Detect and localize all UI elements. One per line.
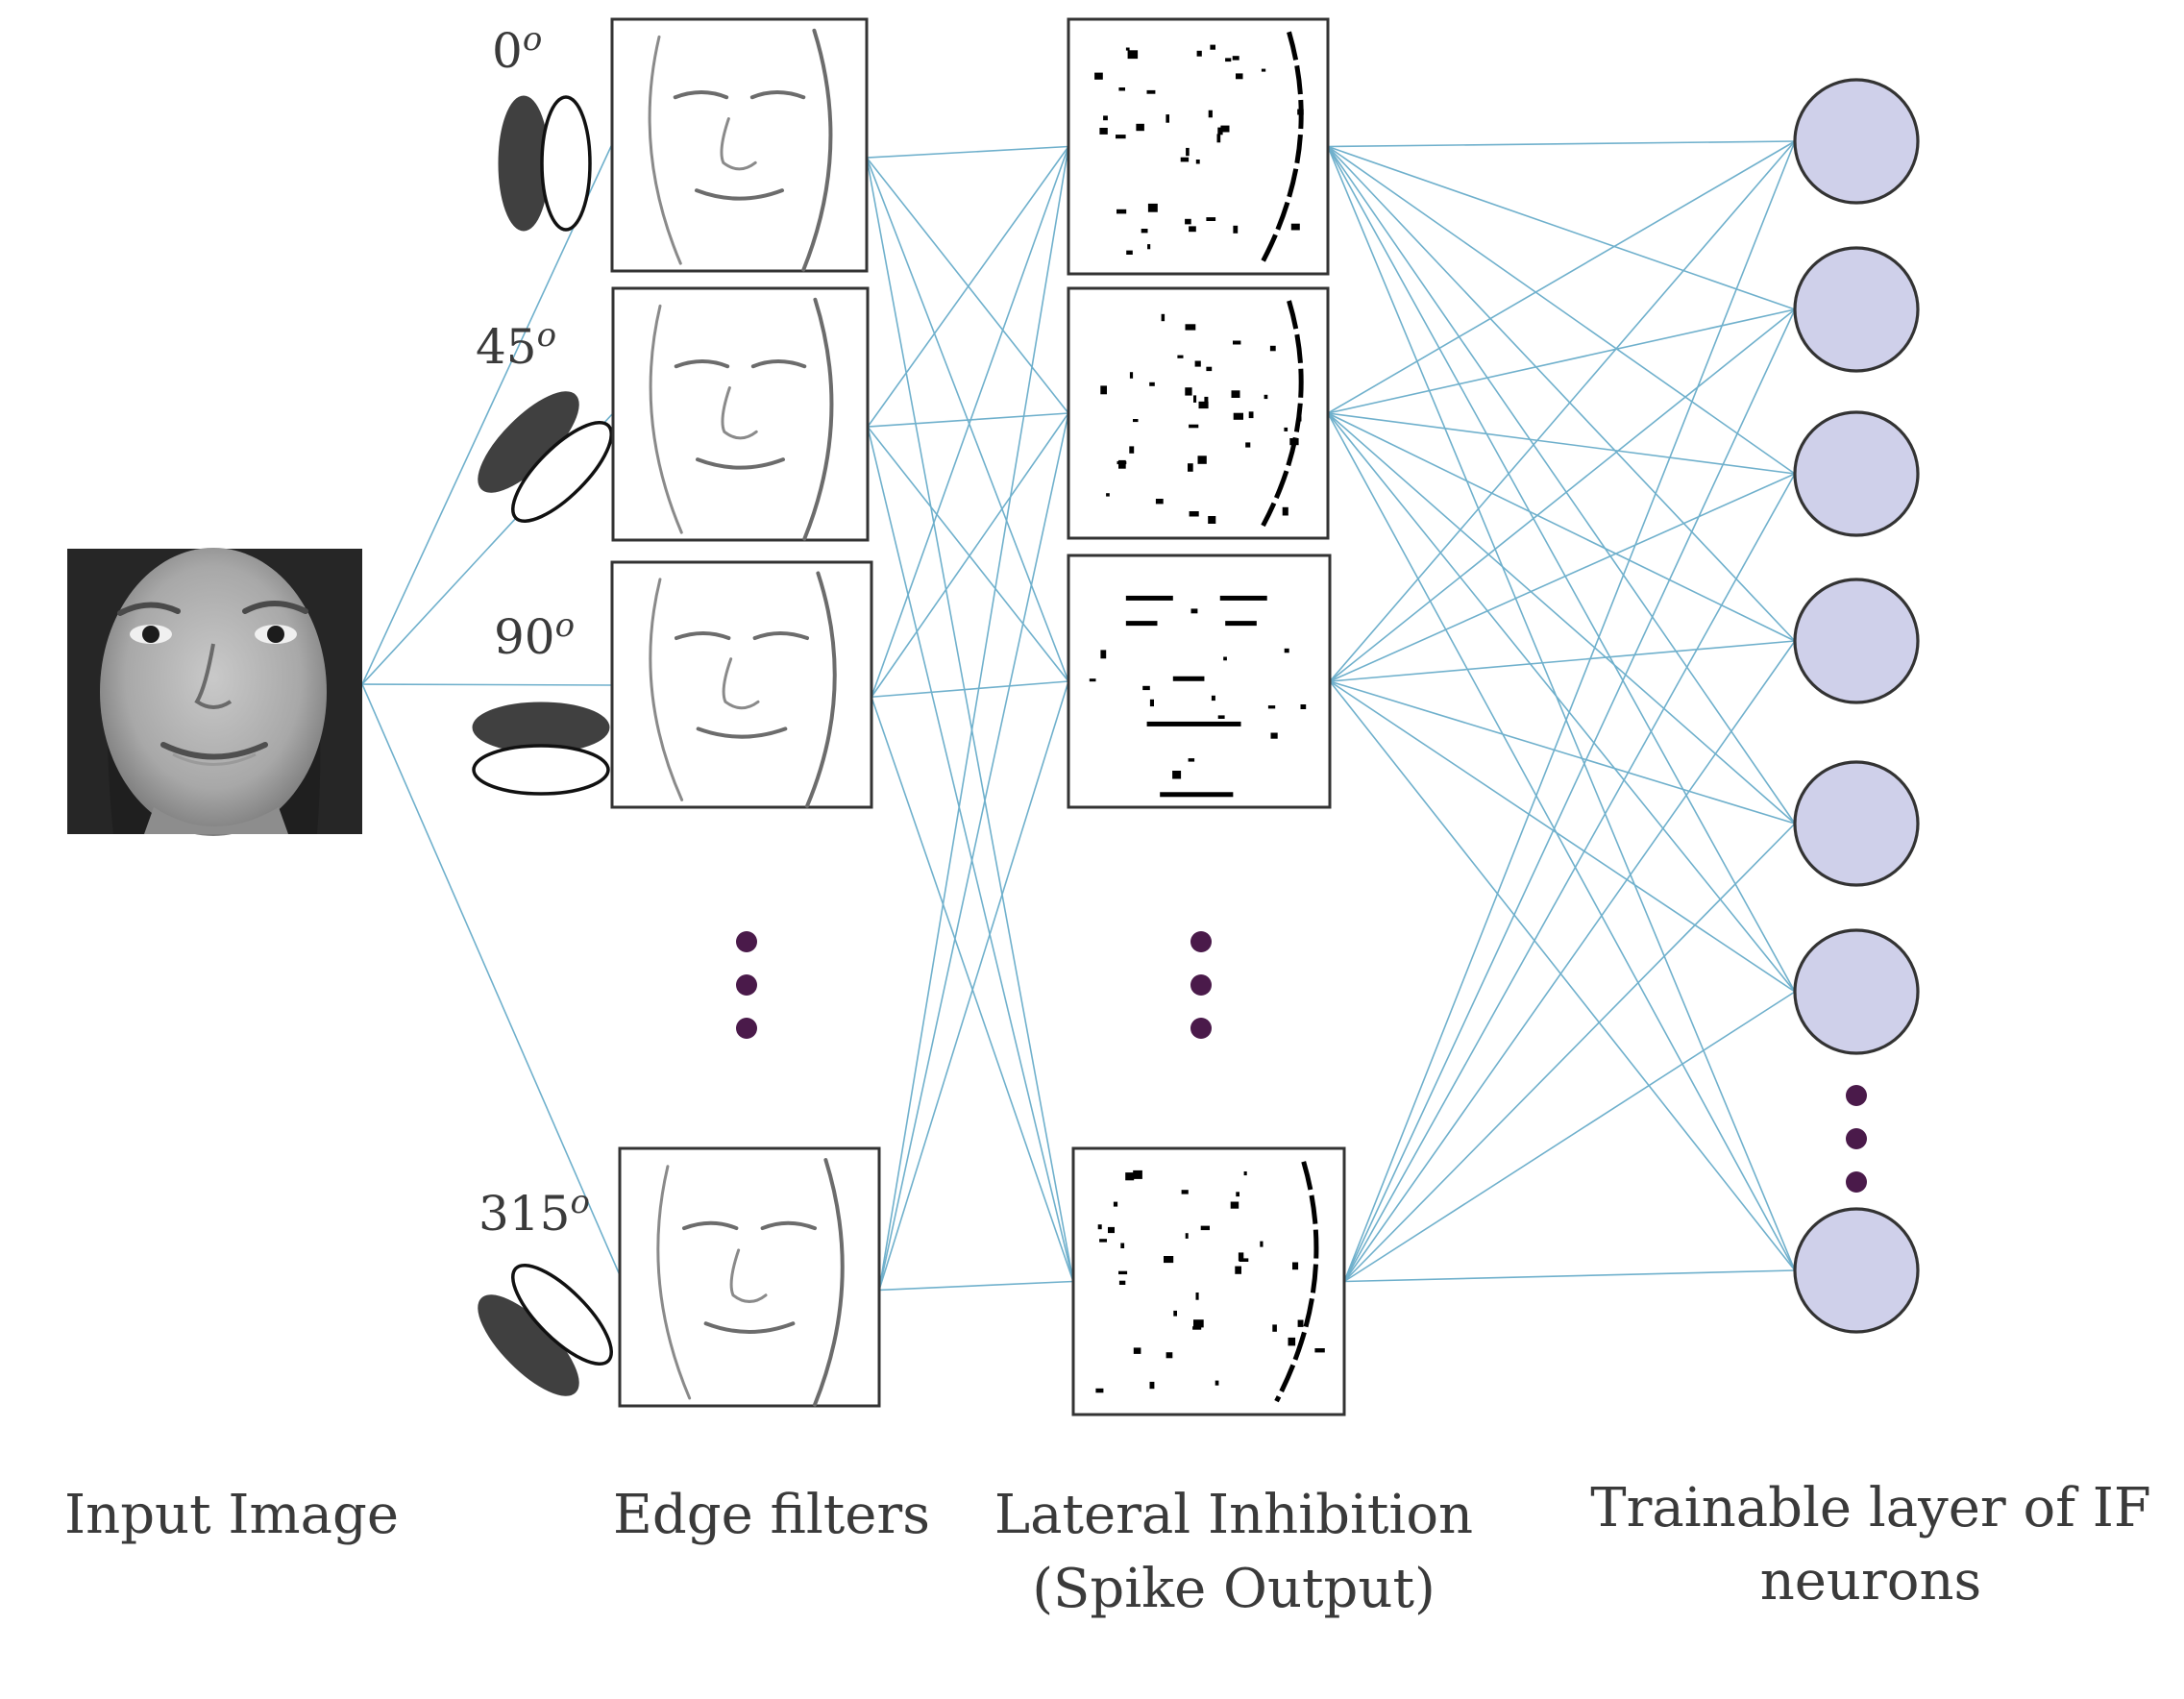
spike-3-to-neuron-0 bbox=[1343, 140, 1796, 1282]
spike-2-to-neuron-5 bbox=[1329, 680, 1796, 993]
edge-ellipsis-dots bbox=[736, 931, 757, 1039]
spike-0-to-neuron-6 bbox=[1327, 146, 1796, 1271]
spike-3-to-neuron-4 bbox=[1343, 823, 1796, 1283]
spike-output-image-1 bbox=[1067, 286, 1330, 540]
spike-output-image-3 bbox=[1071, 1146, 1346, 1416]
input-to-edge-0 bbox=[361, 143, 613, 685]
connection-lines bbox=[361, 140, 1796, 1292]
spike-0-to-neuron-2 bbox=[1327, 145, 1796, 475]
edge-filter-image-2 bbox=[610, 560, 873, 809]
spike-2-to-neuron-6 bbox=[1329, 680, 1796, 1271]
edge-1-to-spike-1 bbox=[867, 412, 1069, 428]
neurons-subtitle: neurons bbox=[1760, 1550, 1982, 1613]
spike-3-to-neuron-6 bbox=[1343, 1269, 1796, 1283]
spike-2-to-neuron-2 bbox=[1329, 473, 1796, 682]
input-image-title: Input Image bbox=[64, 1484, 399, 1546]
spike-1-to-neuron-0 bbox=[1327, 140, 1796, 414]
edge-filter-images bbox=[610, 17, 881, 1408]
edge-1-to-spike-2 bbox=[867, 426, 1069, 682]
spike-2-to-neuron-3 bbox=[1329, 640, 1796, 682]
angle-label-90: 90o bbox=[494, 606, 575, 665]
if-neuron-1 bbox=[1793, 246, 1920, 373]
spike-ellipsis-dots bbox=[1190, 931, 1212, 1039]
filter-45deg-icon bbox=[478, 391, 613, 523]
spike-output-image-2 bbox=[1067, 554, 1332, 809]
spike-0-to-neuron-0 bbox=[1327, 140, 1796, 148]
input-to-edge-3 bbox=[361, 683, 621, 1276]
spike-1-to-neuron-1 bbox=[1327, 308, 1796, 414]
edge-3-to-spike-3 bbox=[878, 1280, 1074, 1292]
spike-output-subtitle: (Spike Output) bbox=[1032, 1558, 1436, 1620]
edge-0-to-spike-0 bbox=[866, 145, 1069, 159]
filter-315deg-icon bbox=[478, 1264, 613, 1396]
edge-3-to-spike-2 bbox=[878, 680, 1069, 1291]
spike-3-to-neuron-1 bbox=[1343, 308, 1796, 1282]
spike-1-to-neuron-5 bbox=[1327, 412, 1796, 993]
if-neuron-2 bbox=[1793, 410, 1920, 537]
spike-0-to-neuron-1 bbox=[1327, 145, 1796, 310]
trainable-layer-title: Trainable layer of IF bbox=[1590, 1477, 2150, 1539]
filter-0deg-icon bbox=[498, 95, 592, 232]
edge-1-to-spike-3 bbox=[867, 426, 1074, 1282]
edge-3-to-spike-1 bbox=[878, 412, 1069, 1291]
if-neuron-0 bbox=[1793, 78, 1920, 205]
spike-1-to-neuron-4 bbox=[1327, 412, 1796, 825]
spike-2-to-neuron-4 bbox=[1329, 680, 1796, 825]
edge-2-to-spike-1 bbox=[871, 412, 1069, 698]
if-neuron-6 bbox=[1793, 1207, 1920, 1334]
edge-0-to-spike-3 bbox=[866, 157, 1074, 1282]
if-neuron-5 bbox=[1793, 928, 1920, 1055]
edge-3-to-spike-0 bbox=[878, 146, 1069, 1291]
angle-label-45: 45o bbox=[476, 316, 556, 375]
spike-3-to-neuron-5 bbox=[1343, 991, 1796, 1283]
edge-2-to-spike-2 bbox=[871, 680, 1069, 699]
spike-2-to-neuron-1 bbox=[1329, 308, 1796, 682]
spike-0-to-neuron-3 bbox=[1327, 145, 1796, 642]
neuron-ellipsis-dots bbox=[1846, 1085, 1867, 1193]
if-neuron-layer bbox=[1793, 78, 1920, 1334]
lateral-inhibition-title: Lateral Inhibition bbox=[994, 1484, 1473, 1546]
spike-0-to-neuron-5 bbox=[1327, 146, 1796, 993]
filter-90deg-icon bbox=[472, 702, 610, 796]
edge-2-to-spike-0 bbox=[871, 146, 1069, 698]
if-neuron-3 bbox=[1793, 578, 1920, 704]
edge-filter-image-3 bbox=[618, 1146, 881, 1408]
angle-label-315: 315o bbox=[479, 1183, 590, 1242]
edge-0-to-spike-1 bbox=[866, 157, 1069, 414]
edge-filters-title: Edge filters bbox=[613, 1484, 930, 1546]
spike-1-to-neuron-3 bbox=[1327, 412, 1796, 642]
spike-2-to-neuron-0 bbox=[1329, 140, 1796, 682]
if-neuron-4 bbox=[1793, 760, 1920, 887]
spike-0-to-neuron-4 bbox=[1327, 146, 1796, 825]
input-image bbox=[67, 548, 362, 836]
input-to-edge-2 bbox=[361, 683, 613, 686]
spike-3-to-neuron-3 bbox=[1343, 640, 1796, 1282]
spike-1-to-neuron-2 bbox=[1327, 412, 1796, 475]
spike-output-image-0 bbox=[1067, 17, 1330, 276]
edge-filter-image-1 bbox=[611, 286, 870, 542]
spike-output-images bbox=[1067, 17, 1346, 1416]
edge-filter-image-0 bbox=[610, 17, 869, 273]
angle-label-0: 0o bbox=[492, 20, 542, 79]
edge-1-to-spike-0 bbox=[867, 146, 1069, 428]
spike-1-to-neuron-6 bbox=[1327, 412, 1796, 1271]
spike-3-to-neuron-2 bbox=[1343, 473, 1796, 1282]
